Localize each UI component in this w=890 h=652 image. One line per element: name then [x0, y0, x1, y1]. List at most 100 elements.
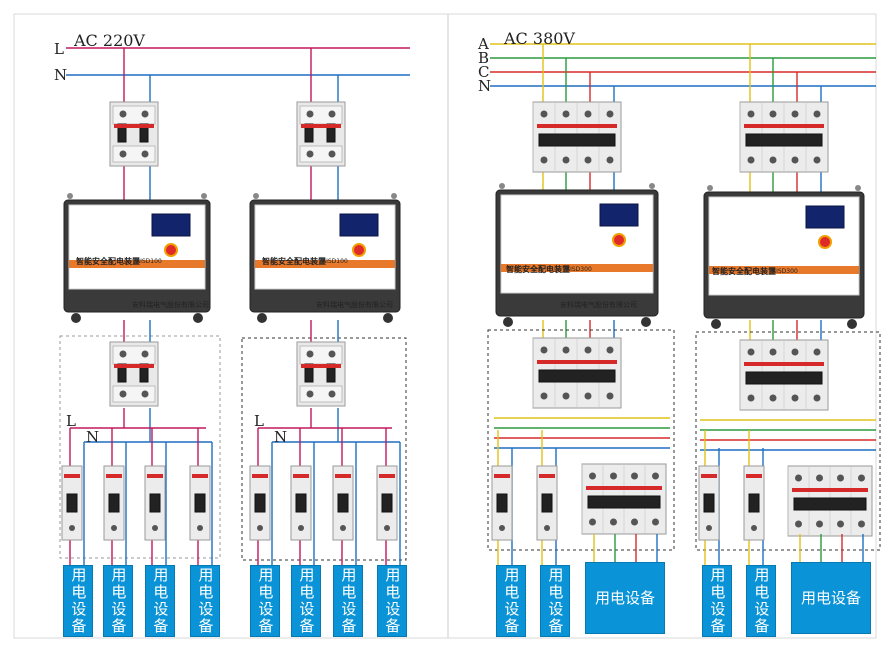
branch-breaker-7-stripe — [379, 474, 395, 478]
right-breaker-1-screw-t2 — [584, 110, 592, 118]
left-sub-breaker-2-screw-1 — [306, 350, 314, 358]
left-sub-breaker-1-screw-1 — [119, 350, 127, 358]
phase-N-label: N — [478, 77, 492, 95]
rbranch-breaker-1-screw — [544, 525, 550, 531]
left-panel-1-lug-2 — [201, 193, 207, 199]
right-3p-breaker-1-screw-b1 — [610, 518, 617, 526]
left-panel-1-stripe — [69, 260, 205, 268]
device-box-4: 用电设备 — [190, 565, 220, 637]
right-3p-breaker-1-screw-t2 — [631, 472, 638, 480]
right-3p-breaker-2-screw-b2 — [837, 520, 844, 528]
rbranch-breaker-2-handle — [703, 493, 715, 513]
rbranch-breaker-1-handle — [541, 493, 553, 513]
left-sub-breaker-2-screw-2 — [328, 350, 336, 358]
right-breaker-1-screw-b3 — [606, 156, 614, 164]
right-sub-breaker-2-screw-b1 — [769, 394, 777, 402]
right-3p-breaker-2-handle — [793, 497, 867, 511]
phase-B-label: B — [478, 49, 490, 67]
rbranch-breaker-2-screw — [706, 525, 712, 531]
left-breaker-2-screw-4 — [328, 150, 336, 158]
left-dashed-box-1 — [59, 335, 221, 559]
right-breaker-2-screw-b1 — [769, 156, 777, 164]
panel-2-company: 安科瑞电气股份有限公司 — [316, 301, 393, 309]
right-breaker-1-screw-t1 — [562, 110, 570, 118]
right-3p-breaker-2-stripe — [792, 488, 868, 492]
rbranch-breaker-3-screw — [751, 525, 757, 531]
right-breaker-1-screw-t0 — [540, 110, 548, 118]
left-panel-1-stop-button — [164, 243, 178, 257]
right-sub-breaker-2-screw-t1 — [769, 348, 777, 356]
panel-3-company: 安科瑞电气股份有限公司 — [560, 301, 637, 309]
branch-breaker-2-handle — [149, 493, 161, 513]
left-panel-2-stripe — [255, 260, 395, 268]
left-panel-1-lug-1 — [67, 193, 73, 199]
right-3p-breaker-1-screw-b3 — [652, 518, 659, 526]
left-sub-N-label-2: N — [274, 428, 288, 446]
right-breaker-2-screw-t1 — [769, 110, 777, 118]
left-sub-breaker-1-screw-3 — [119, 390, 127, 398]
branch-breaker-7-screw — [384, 525, 390, 531]
panel-3-brand: Acrel — [520, 276, 546, 286]
device-box-11: 用电设备 — [585, 562, 665, 634]
right-sub-breaker-1-screw-t3 — [606, 346, 614, 354]
right-sub-breaker-2-screw-t2 — [791, 348, 799, 356]
left-breaker-1-screw-3 — [119, 150, 127, 158]
left-sub-breaker-2-stripe — [301, 364, 341, 368]
rbranch-breaker-3-handle — [748, 493, 760, 513]
right-sub-breaker-1-screw-t1 — [562, 346, 570, 354]
branch-breaker-1-screw — [111, 525, 117, 531]
branch-breaker-5-screw — [298, 525, 304, 531]
branch-breaker-0-handle — [66, 493, 78, 513]
branch-breaker-2-screw — [152, 525, 158, 531]
right-sub-breaker-2-screw-t0 — [747, 348, 755, 356]
branch-breaker-3-handle — [194, 493, 206, 513]
right-sub-breaker-1-screw-b3 — [606, 392, 614, 400]
right-breaker-1-handle — [538, 133, 616, 147]
panel-1-brand: Acrel — [92, 270, 118, 280]
device-box-14: 用电设备 — [791, 562, 871, 634]
panel-2-name: 智能安全配电装置 — [262, 257, 326, 266]
right-sub-breaker-1-screw-b1 — [562, 392, 570, 400]
left-sub-breaker-1-bottom — [112, 385, 156, 403]
right-panel-2-stop-button — [818, 235, 832, 249]
left-panel-2-wheel-1 — [257, 313, 267, 323]
device-box-9: 用电设备 — [496, 565, 526, 637]
device-box-12: 用电设备 — [702, 565, 732, 637]
right-sub-breaker-2-screw-b3 — [813, 394, 821, 402]
right-3p-breaker-2-screw-t2 — [837, 474, 844, 482]
right-dashed-box-2 — [695, 331, 881, 551]
right-breaker-1-screw-b0 — [540, 156, 548, 164]
right-supply-label: AC 380V — [504, 29, 575, 48]
device-box-5: 用电设备 — [250, 565, 280, 637]
right-sub-breaker-1-screw-b0 — [540, 392, 548, 400]
left-breaker-1-stripe — [114, 124, 154, 128]
right-sub-breaker-1-handle — [538, 369, 616, 383]
branch-breaker-6-stripe — [335, 474, 351, 478]
left-sub-breaker-2-top — [299, 345, 343, 365]
left-breaker-2-bottom — [299, 145, 343, 163]
panel-4-model: AISD300 — [772, 268, 798, 275]
right-breaker-2-screw-b2 — [791, 156, 799, 164]
right-panel-2-stripe — [709, 266, 859, 274]
device-box-6: 用电设备 — [291, 565, 321, 637]
right-sub-breaker-2-handle — [745, 371, 823, 385]
rbranch-breaker-0-stripe — [494, 474, 510, 478]
left-panel-2-lug-2 — [391, 193, 397, 199]
rbranch-breaker-0-screw — [499, 525, 505, 531]
right-breaker-1-screw-b1 — [562, 156, 570, 164]
right-3p-breaker-1-screw-t3 — [652, 472, 659, 480]
left-breaker-1-screw-1 — [119, 110, 127, 118]
branch-breaker-2-stripe — [147, 474, 163, 478]
right-sub-breaker-2-screw-b2 — [791, 394, 799, 402]
left-breaker-2-screw-3 — [306, 150, 314, 158]
branch-breaker-5-stripe — [293, 474, 309, 478]
right-3p-breaker-2-screw-t0 — [795, 474, 802, 482]
right-3p-breaker-1-screw-b2 — [631, 518, 638, 526]
panel-1-model: AISD100 — [136, 258, 162, 265]
right-panel-1-wheel-1 — [503, 317, 513, 327]
left-sub-breaker-2-screw-4 — [328, 390, 336, 398]
right-breaker-2-handle — [745, 133, 823, 147]
branch-breaker-6-screw — [340, 525, 346, 531]
right-sub-breaker-1-screw-t0 — [540, 346, 548, 354]
